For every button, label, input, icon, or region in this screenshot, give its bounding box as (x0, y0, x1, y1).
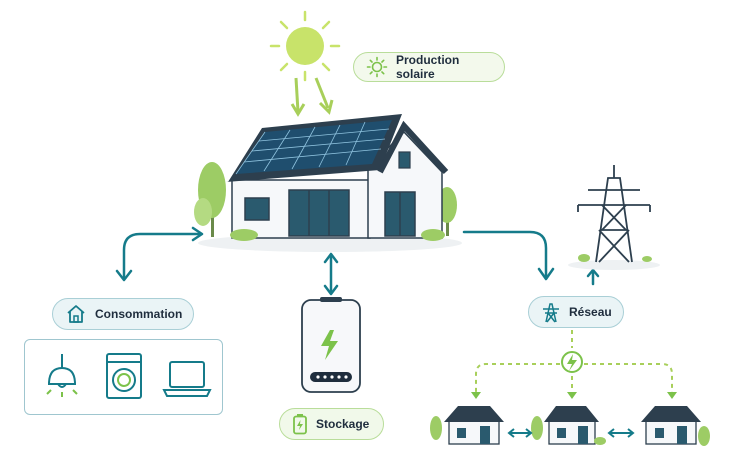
solar-production-text: Production solaire (396, 53, 460, 81)
flow-arrows (115, 226, 600, 296)
neighbor-house-3 (641, 406, 710, 446)
pylon-illustration (568, 165, 660, 270)
storage-text: Stockage (316, 417, 370, 431)
grid-arrow-heads (471, 392, 677, 399)
neighbor-house-2 (531, 406, 606, 445)
neighbor-exchange-arrows (507, 428, 635, 438)
neighbor-house-1 (430, 406, 504, 445)
grid-label: Réseau (528, 296, 624, 328)
appliances-panel (24, 339, 223, 415)
consumption-label: Consommation (52, 298, 194, 330)
solar-production-label: Production solaire (353, 52, 505, 82)
main-house (226, 114, 449, 241)
house-outline-icon (67, 305, 85, 323)
consumption-text: Consommation (95, 307, 183, 321)
grid-text: Réseau (569, 305, 612, 319)
laptop-icon (162, 361, 212, 397)
ceiling-lamp-icon (46, 354, 78, 397)
storage-label: Stockage (279, 408, 384, 440)
sun-icon (366, 56, 388, 78)
sun-icon (269, 10, 341, 82)
sun-ray-arrows (290, 77, 334, 117)
tree-left (194, 162, 226, 237)
battery-illustration (301, 297, 361, 393)
grid-distribution-lines (475, 330, 673, 392)
washing-machine-icon (106, 353, 142, 399)
battery-icon (293, 414, 307, 435)
lightning-icon (561, 351, 583, 373)
pylon-icon (543, 303, 559, 323)
